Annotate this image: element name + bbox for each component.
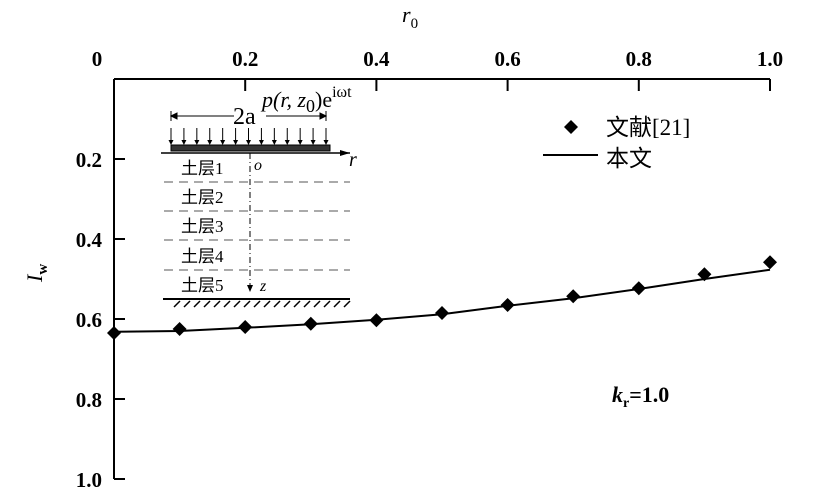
y-axis-title: Iw [22,264,51,283]
x-tick-label: 0 [92,47,103,71]
bedrock-hatch [213,300,221,308]
data-point-diamond [763,255,777,270]
y-tick-label: 0.2 [76,148,102,172]
origin-label: o [254,157,262,174]
plot-marks [107,255,777,340]
load-arrow-head [220,140,226,145]
data-point-diamond [697,267,712,282]
legend: 文献[21] 本文 [543,115,690,171]
bedrock-hatch [283,300,291,308]
y-tick-label: 0.8 [76,388,102,412]
legend-label-1: 本文 [606,146,652,171]
r-axis-label: r [349,149,357,171]
bedrock-hatch [313,300,321,308]
bedrock-hatch [293,300,301,308]
legend-marker-diamond [564,120,578,134]
inset-diagram: 2a p(r, z0)eiωt r o z 土层1 土层2 土层3 土层4 土层5 [161,84,357,308]
data-point-diamond [107,326,121,340]
load-arrow-head [168,140,174,145]
soil-layer-label: 土层5 [181,276,224,295]
data-point-diamond [500,298,515,312]
width-label: 2a [233,104,256,130]
x-tick-label: 0.8 [626,47,652,71]
y-tick-label: 0.4 [76,228,103,252]
axes: 0 0.2 0.4 0.6 0.8 1.0 0.2 0.4 0.6 0.8 1.0 [76,47,783,492]
load-arrow-head [297,140,303,145]
load-arrow-head [246,140,251,145]
load-arrow-head [207,140,213,145]
load-arrow-head [284,140,290,145]
kr-annotation: kr=1.0 [612,382,669,411]
x-tick-label: 0.6 [494,47,520,71]
data-point-diamond [172,322,187,336]
soil-layer-label: 土层3 [181,217,224,236]
load-label: p(r, z0)eiωt [260,84,352,116]
data-point-diamond [369,313,384,328]
load-arrow-head [233,140,239,145]
load-arrow-head [323,140,329,145]
x-axis-title: r0 [402,2,418,32]
load-arrow-head [181,140,187,145]
bedrock-hatch [263,300,271,308]
x-tick-label: 1.0 [757,47,783,71]
bedrock-hatch [273,300,281,308]
bedrock-hatch [203,300,211,308]
bedrock-hatch [193,300,201,308]
y-tick-label: 1.0 [76,468,102,492]
bedrock-hatch [223,300,231,308]
bedrock-hatch [183,300,191,308]
bedrock-hatch [333,300,341,308]
x-tick-label: 0.4 [363,47,390,71]
y-tick-label: 0.6 [76,308,102,332]
load-arrow-head [310,140,316,145]
load-arrow-head [194,140,200,145]
legend-label-0: 文献[21] [606,115,690,140]
data-point-diamond [435,306,449,320]
soil-layer-label: 土层2 [181,188,224,207]
data-point-diamond [238,320,253,334]
soil-layer-label: 土层4 [181,247,224,266]
data-point-diamond [631,281,646,296]
bedrock-hatch [233,300,241,308]
bedrock-hatch [323,300,331,308]
x-tick-label: 0.2 [232,47,258,71]
load-arrow-head [258,140,264,145]
bedrock-hatch [173,300,181,308]
data-point-diamond [303,316,318,331]
bedrock-hatch [253,300,261,308]
z-axis-label: z [259,278,267,295]
bedrock-hatch [243,300,251,308]
bedrock-hatch [303,300,311,308]
bedrock-hatch [343,300,351,308]
data-point-diamond [566,289,581,304]
soil-layer-label: 土层1 [181,159,224,178]
load-arrow-head [271,140,277,145]
